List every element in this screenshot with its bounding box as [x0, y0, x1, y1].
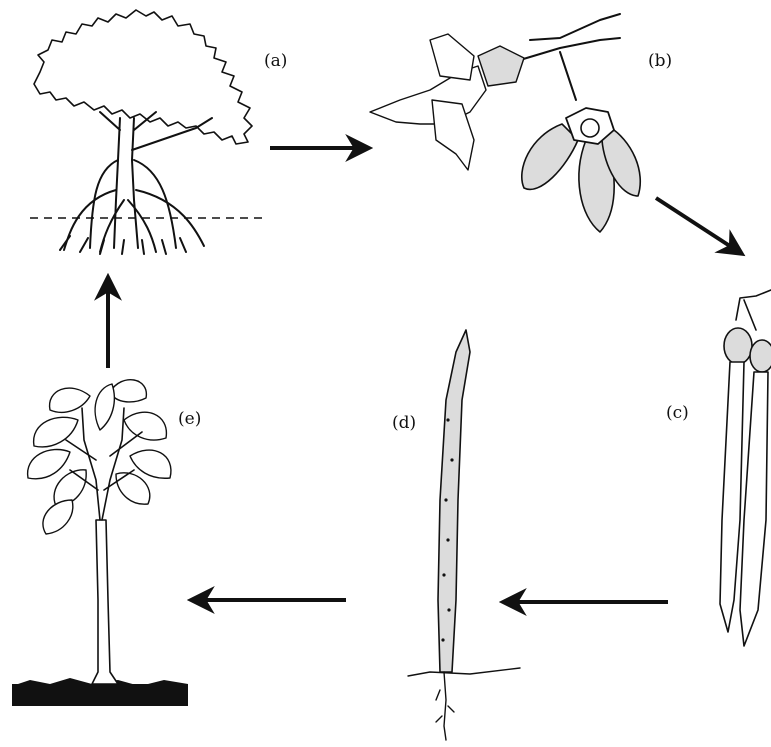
label-a: (a)	[264, 51, 287, 71]
flower-right	[522, 108, 640, 232]
arrow-b-to-c	[656, 198, 736, 250]
propagule-roots	[436, 672, 454, 740]
sapling-trunk	[92, 520, 118, 684]
flower-left-upper-petal	[430, 34, 474, 80]
stage-a-mature-tree: (a)	[30, 10, 287, 254]
flower-right-center	[581, 119, 599, 137]
ground-line-d	[408, 668, 520, 676]
flower-stems	[520, 14, 620, 100]
label-e: (e)	[178, 409, 201, 429]
flower-left-calyx	[478, 46, 524, 86]
stage-e-sapling: (e)	[12, 380, 201, 706]
propagule-stalks	[736, 290, 771, 330]
label-b: (b)	[648, 51, 672, 71]
label-c: (c)	[666, 403, 689, 423]
stage-b-flowers: (b)	[370, 14, 672, 232]
stage-d-settled-propagule: (d)	[392, 330, 520, 740]
propagule-cap-right	[750, 340, 771, 372]
propagule-cap-left	[724, 328, 752, 364]
cycle-arrows	[108, 148, 736, 602]
stage-c-hanging-propagules: (c)	[666, 290, 771, 646]
flower-right-petal-left	[522, 124, 578, 189]
propagule-settled-body	[438, 330, 470, 672]
tree-trunk-and-prop-roots	[60, 112, 212, 254]
propagule-body-right	[740, 372, 768, 646]
label-d: (d)	[392, 413, 416, 433]
